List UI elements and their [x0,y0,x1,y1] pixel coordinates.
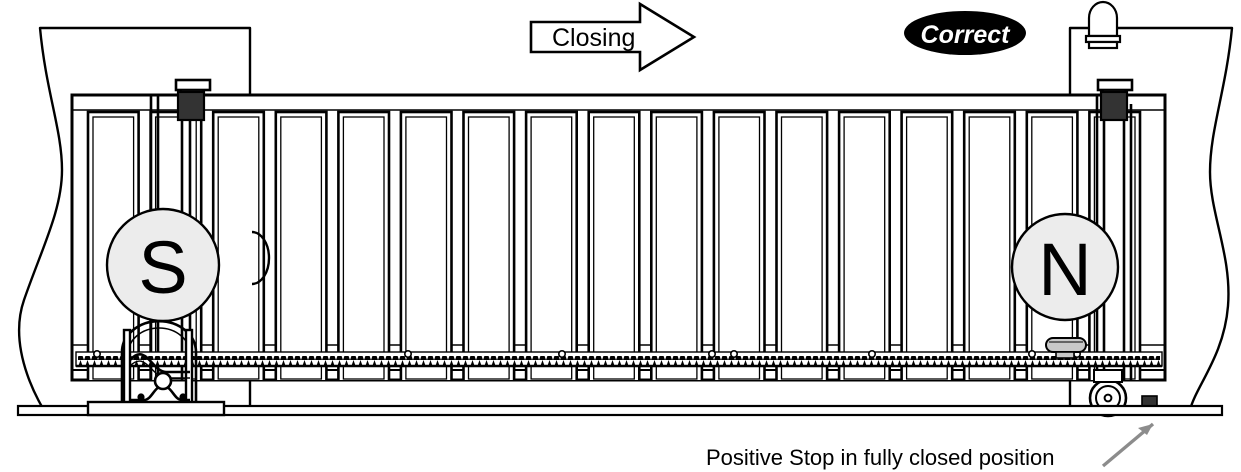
gate-picket [462,110,516,380]
gate-picket [775,110,829,380]
north-pole-label: N [1038,228,1091,311]
gate-picket [712,110,766,380]
gate-picket [211,110,266,380]
positive-stop-caption-group: Positive Stop in fully closed position [706,422,1155,470]
right-arrow-icon [529,1,697,73]
gate-picket [337,110,391,380]
gate-picket-inner-line [843,116,886,380]
gate-picket-inner-line [342,116,385,380]
concrete-mounting-pad [86,400,226,417]
gate-handle-arc-icon [251,230,271,286]
verdict-badge-ellipse [904,11,1026,55]
gate-picket-inner-line [780,116,823,380]
ground-surface-line [16,380,1224,417]
south-pole-magnet: S [105,207,221,323]
gate-picket-inner-line [530,116,573,380]
gate-picket [274,110,328,380]
gate-picket-inner-line [905,116,948,380]
north-magnet-bracket [1045,337,1087,359]
closing-arrow-label: Closing [552,24,635,52]
gate-picket-inner-line [217,116,260,380]
positive-stop-caption: Positive Stop in fully closed position [706,445,1055,470]
top-guide-roller-right [1096,78,1134,122]
gate-roller-carriage [120,319,198,406]
gate-picket-inner-line [467,116,510,380]
gate-picket-inner-line [280,116,323,380]
toothed-gear-rack [75,349,1163,368]
south-pole-label: S [138,226,187,309]
gate-picket-inner-line [655,116,698,380]
closing-direction-arrow: Closing [529,1,697,73]
gate-picket [962,110,1017,380]
gate-picket [524,110,578,380]
gate-picket-inner-line [968,116,1011,380]
gate-picket-inner-line [405,116,448,380]
gate-pickets [86,110,1142,380]
top-guide-roller-left [174,78,212,122]
gate-picket-inner-line [718,116,761,380]
caption-leader-arrowhead [1138,424,1153,435]
north-pole-magnet: N [1010,212,1120,322]
gate-picket [900,110,954,380]
verdict-badge: Correct [904,11,1026,55]
gate-picket [399,110,453,380]
gate-picket-inner-line [593,116,635,380]
rack-bolt-heads [93,349,1082,358]
gate-picket [587,110,641,380]
gate-picket [649,110,704,380]
gate-picket [837,110,891,380]
verdict-badge-label: Correct [921,21,1012,49]
pillar-dome-lamp-icon [1084,0,1122,50]
